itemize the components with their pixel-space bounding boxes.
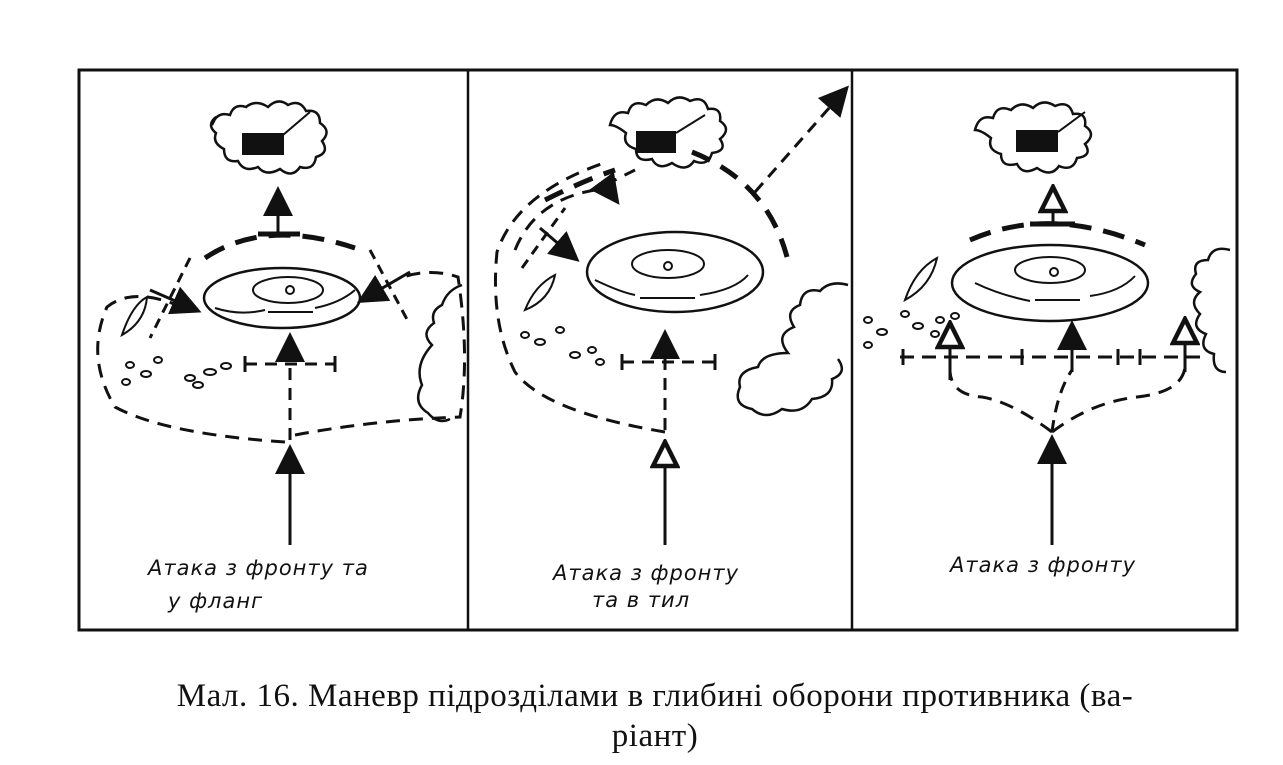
figure-caption: Мал. 16. Маневр підрозділами в глибині о… (70, 676, 1240, 756)
rear-position-arc (968, 221, 1146, 248)
left-flank-line (148, 257, 192, 339)
strongpoint-oval (585, 230, 765, 314)
lake (903, 256, 939, 303)
center-mark (285, 285, 295, 295)
strongpoint-oval (950, 243, 1150, 323)
scrub-dots (520, 326, 605, 366)
rear-hook (513, 168, 636, 251)
target-box (1016, 130, 1058, 152)
rear-arrow (539, 226, 580, 262)
caption-line-2: ріант) (611, 718, 699, 754)
rear-position-arc (203, 232, 356, 261)
target-box (242, 133, 284, 155)
panel-2-label-line1: Атака з фронту (551, 561, 739, 585)
deploy-left (948, 371, 1053, 434)
lake (523, 273, 557, 312)
exploitation-arrow (753, 85, 849, 193)
objective-forest (608, 96, 728, 169)
inner-oval (252, 276, 324, 304)
right-flank-line (368, 249, 412, 326)
lake (120, 295, 149, 338)
left-flank-arrow (149, 286, 202, 315)
panel-2 (494, 85, 849, 545)
panel-3 (863, 101, 1231, 545)
objective-forest (209, 100, 328, 175)
right-flank-arrow (356, 270, 411, 304)
trench-right (314, 289, 356, 309)
trench-left (214, 307, 266, 314)
figure-frame (77, 68, 1239, 632)
panel-3-label-line1: Атака з фронту (948, 553, 1136, 577)
panel-2-label-line2: та в тил (592, 588, 690, 612)
scrub-dots (121, 356, 232, 389)
scrub-dots (863, 310, 960, 349)
rear-envelopment (494, 160, 666, 434)
panel-1-label-line1: Атака з фронту та (146, 556, 369, 580)
objective-forest (973, 101, 1093, 174)
forest-branch (282, 111, 311, 136)
deploy-right (1051, 366, 1187, 434)
side-forest (1190, 247, 1231, 374)
panel-1-label-line2: у фланг (167, 589, 263, 613)
deploy-center (1050, 369, 1074, 433)
target-box (636, 131, 676, 153)
inner-oval (631, 249, 705, 279)
caption-line-1: Мал. 16. Маневр підрозділами в глибині о… (176, 678, 1134, 714)
right-envelopment (294, 271, 467, 437)
left-envelopment (96, 295, 286, 444)
exploitation-arc (691, 149, 790, 258)
side-forest (736, 282, 849, 417)
panel-1 (96, 100, 467, 545)
side-forest (416, 283, 463, 423)
